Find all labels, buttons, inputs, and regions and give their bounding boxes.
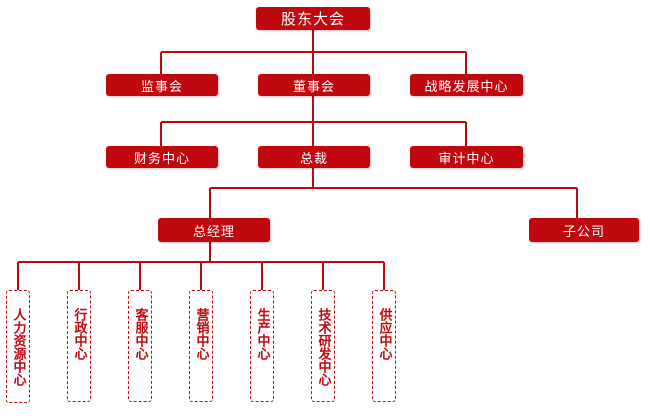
node-president: 总裁 xyxy=(258,146,370,168)
node-hr-center: 人力资源中心 xyxy=(6,290,30,403)
node-strategy-center: 战略发展中心 xyxy=(410,74,523,96)
node-customer-service-center: 客服中心 xyxy=(128,290,152,402)
node-production-center: 生产中心 xyxy=(250,290,274,402)
node-finance-center: 财务中心 xyxy=(106,146,218,168)
node-supervisory-board: 监事会 xyxy=(106,74,218,96)
node-board-of-directors: 董事会 xyxy=(258,74,370,96)
node-marketing-center: 营销中心 xyxy=(189,290,213,402)
node-rd-center: 技术研发中心 xyxy=(311,290,335,402)
node-subsidiary: 子公司 xyxy=(529,218,639,242)
node-shareholders-meeting: 股东大会 xyxy=(256,7,370,30)
node-general-manager: 总经理 xyxy=(158,218,270,242)
node-admin-center: 行政中心 xyxy=(67,290,91,402)
node-supply-center: 供应中心 xyxy=(372,290,396,402)
node-audit-center: 审计中心 xyxy=(410,146,523,168)
